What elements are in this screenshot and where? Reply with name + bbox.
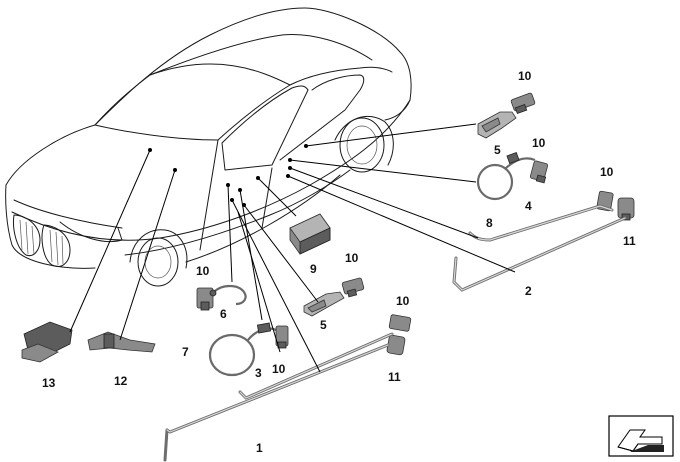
bracket-part-5-top (477, 111, 517, 139)
callout-6: 6 (220, 307, 227, 321)
sensor-part-11-right (617, 197, 635, 221)
callout-12: 12 (114, 374, 128, 388)
tube-part-4 (468, 204, 614, 242)
callout-9: 9 (310, 262, 317, 276)
bracket-part-5-bottom (303, 291, 345, 317)
callout-1: 1 (256, 441, 263, 455)
callout-10a: 10 (518, 69, 532, 83)
callout-10c: 10 (600, 165, 614, 179)
callout-5a: 5 (494, 143, 501, 157)
tube-part-1 (163, 343, 390, 462)
module-part-9 (289, 213, 331, 255)
cable-part-6 (209, 284, 247, 306)
callout-5b: 5 (320, 318, 327, 332)
leader-dots (148, 144, 308, 207)
callout-10g: 10 (272, 362, 286, 376)
cable-part-8 (476, 152, 536, 201)
callout-11a: 11 (623, 234, 636, 248)
callout-2: 2 (525, 284, 532, 298)
callout-10f: 10 (396, 294, 410, 308)
callout-10d: 10 (345, 251, 359, 265)
car-outline (5, 7, 412, 287)
sensor-part-10-left (196, 287, 214, 311)
callout-10b: 10 (532, 136, 546, 150)
tube-part-2 (452, 216, 627, 292)
tube-part-3 (238, 332, 394, 400)
leader-lines (69, 123, 516, 373)
callout-3: 3 (255, 366, 262, 380)
callout-4: 4 (525, 199, 532, 213)
cable-part-7 (208, 322, 277, 377)
callout-13: 13 (42, 376, 56, 390)
callout-7: 7 (182, 345, 189, 359)
callout-10e: 10 (196, 264, 210, 278)
bracket-part-12 (87, 331, 156, 353)
callout-labels: 10 5 10 10 4 8 11 2 9 10 10 6 5 10 7 10 … (42, 69, 636, 455)
sensor-part-10-top (510, 92, 536, 115)
sensor-part-10-center (341, 277, 365, 298)
orientation-arrow-icon (608, 415, 674, 457)
sensor-part-10-lower-right (388, 314, 412, 332)
callout-11b: 11 (388, 370, 401, 384)
sensor-part-10-mid (529, 160, 549, 184)
callout-8: 8 (486, 216, 493, 230)
bracket-part-13 (21, 321, 73, 363)
